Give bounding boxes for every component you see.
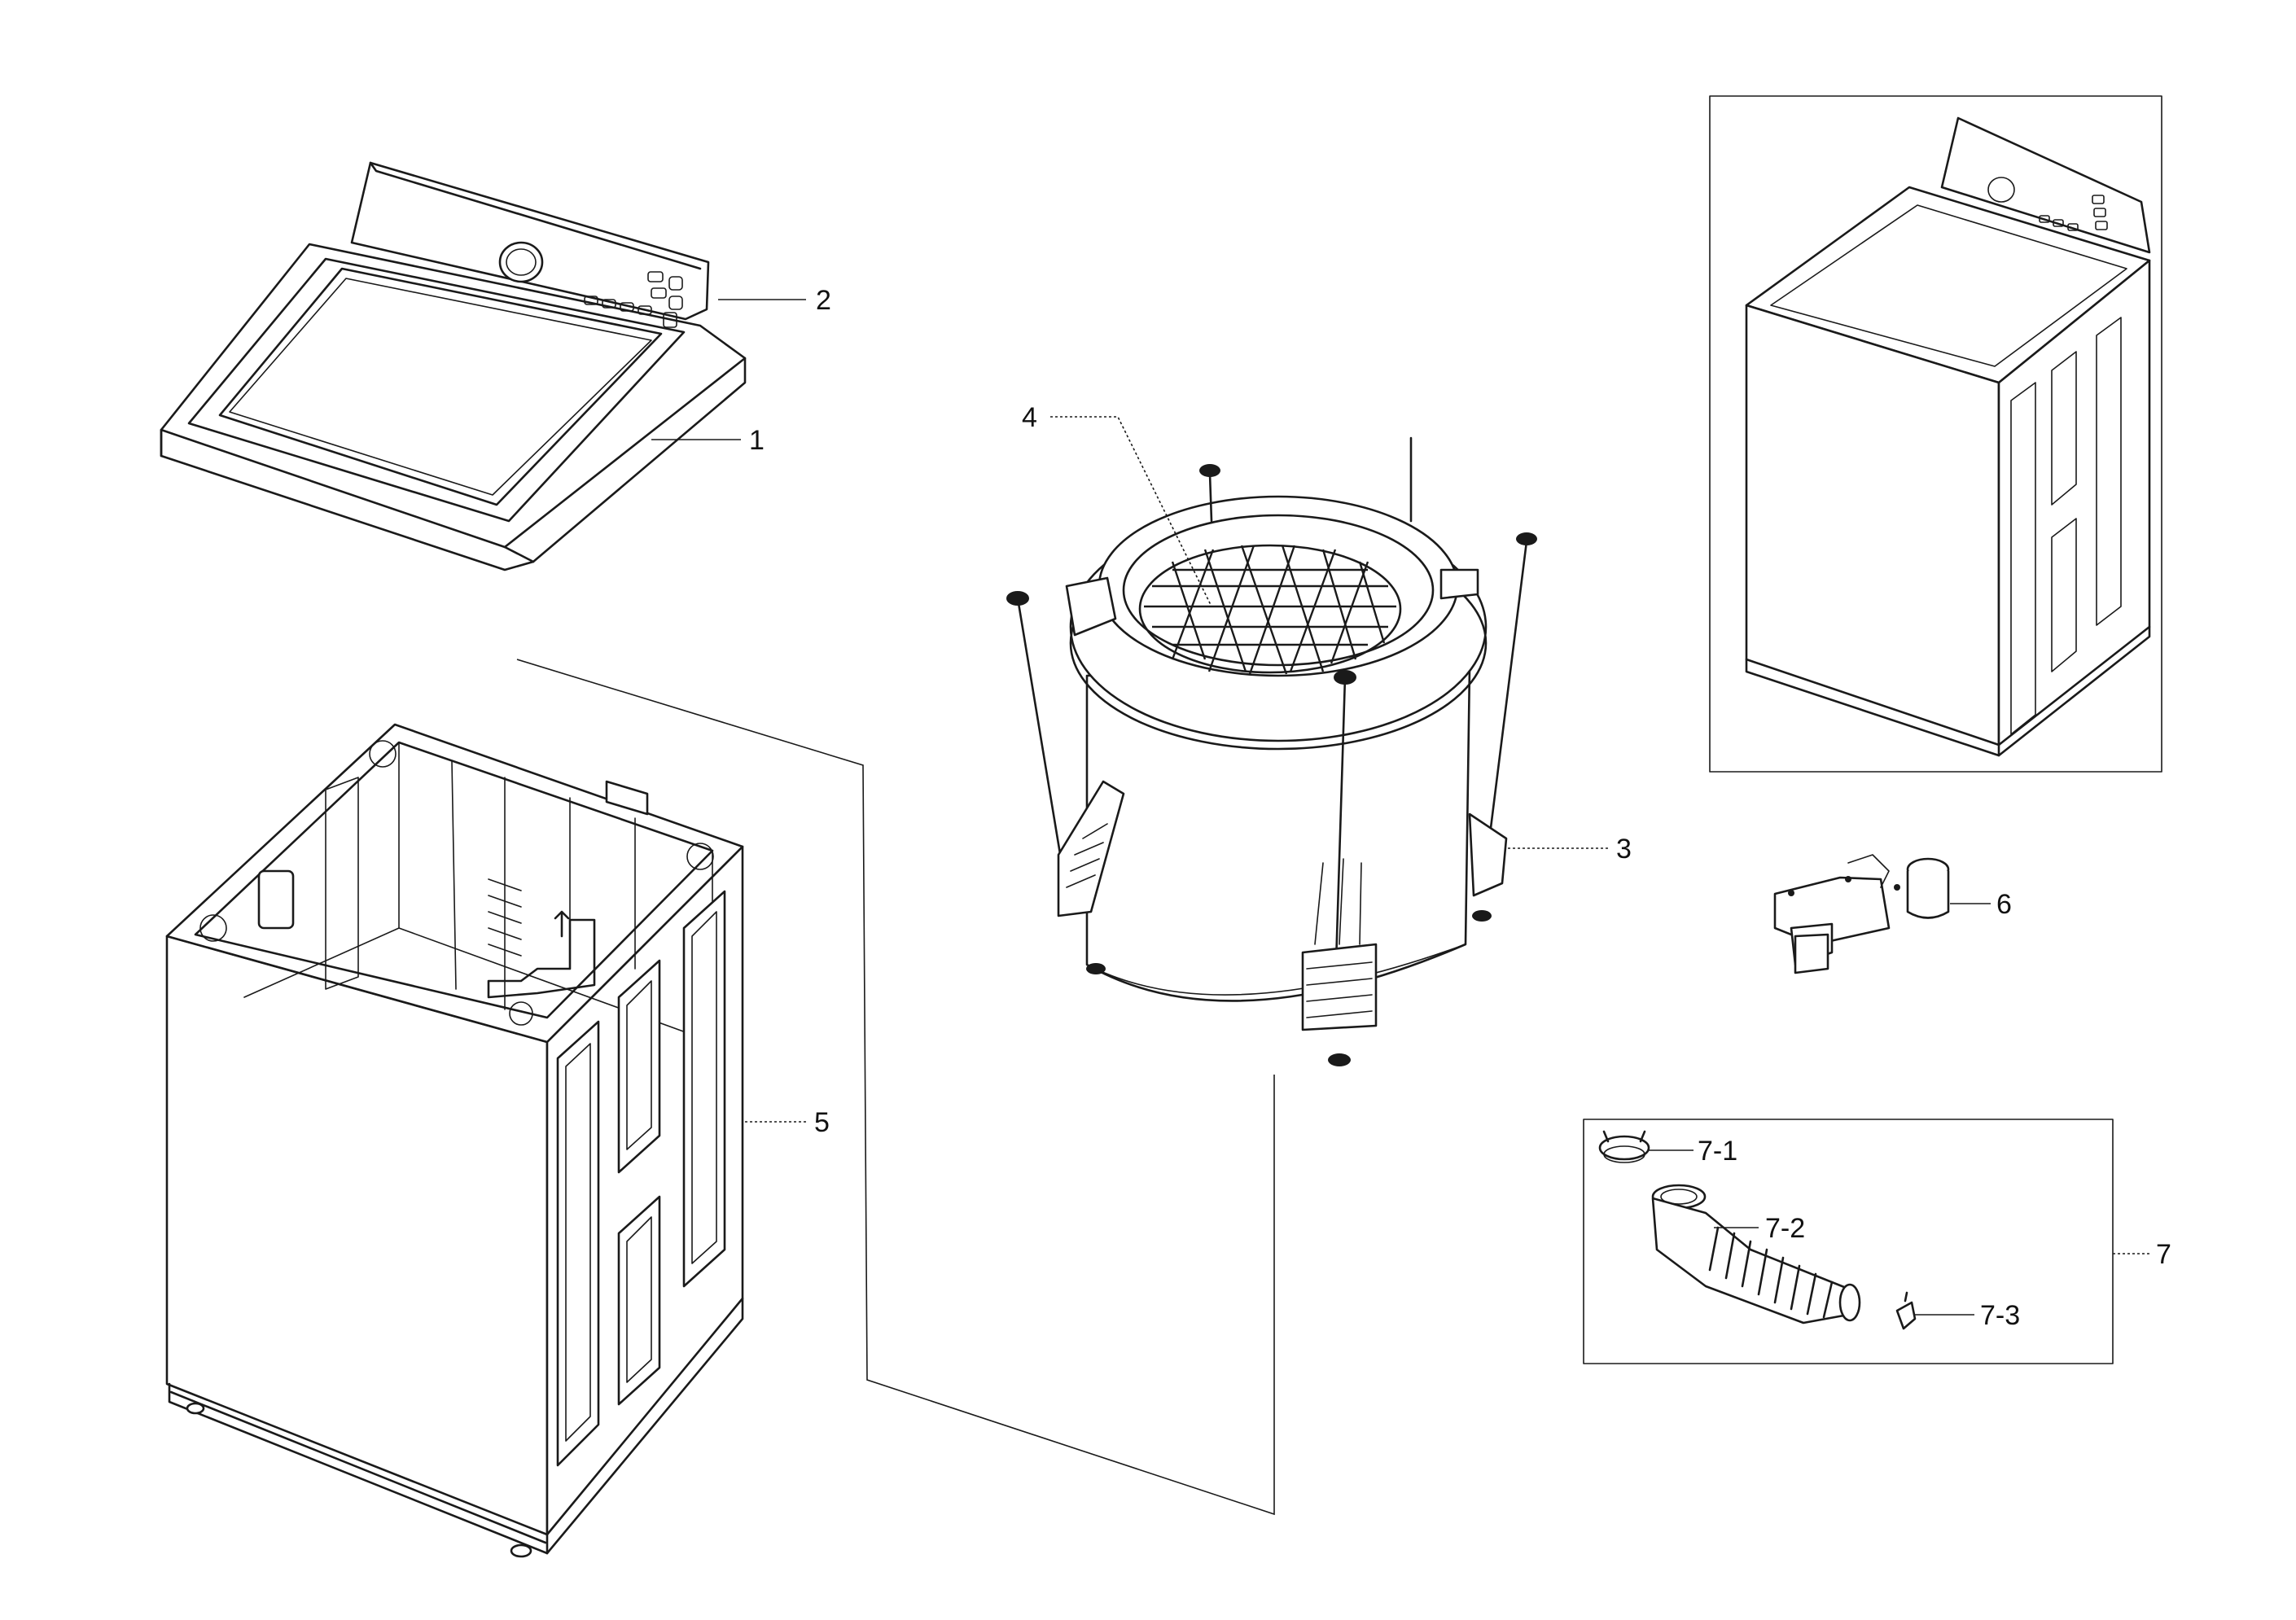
callout-6: 6	[1996, 889, 2012, 920]
callout-7-2: 7-2	[1765, 1213, 1805, 1244]
pulsator-drum-drawing[interactable]	[1138, 544, 1402, 675]
small-clip-drawing[interactable]	[1895, 1291, 1917, 1330]
control-buttons-icon	[584, 271, 683, 328]
callout-1: 1	[749, 425, 765, 456]
callout-2: 2	[816, 285, 831, 316]
bellows-hose-drawing[interactable]	[1651, 1184, 1861, 1324]
callout-7: 7	[2156, 1239, 2171, 1270]
cabinet-frame-drawing[interactable]	[165, 723, 744, 1558]
callout-7-1: 7-1	[1698, 1136, 1737, 1167]
callout-5: 5	[814, 1107, 830, 1138]
drain-pump-drawing[interactable]	[1773, 854, 1950, 974]
drain-hose-kit-drawing[interactable]	[1583, 1119, 2114, 1364]
callout-3: 3	[1616, 834, 1632, 865]
hose-clamp-drawing[interactable]	[1598, 1130, 1650, 1163]
top-cover-assembly-drawing[interactable]	[160, 161, 747, 571]
callout-7-3: 7-3	[1980, 1300, 2020, 1331]
tub-assembly-drawing[interactable]	[1006, 436, 1537, 1066]
callout-4: 4	[1022, 402, 1037, 433]
assembly-guide-line	[516, 659, 1275, 1516]
assembled-washer-reference-inset	[1709, 95, 2162, 773]
